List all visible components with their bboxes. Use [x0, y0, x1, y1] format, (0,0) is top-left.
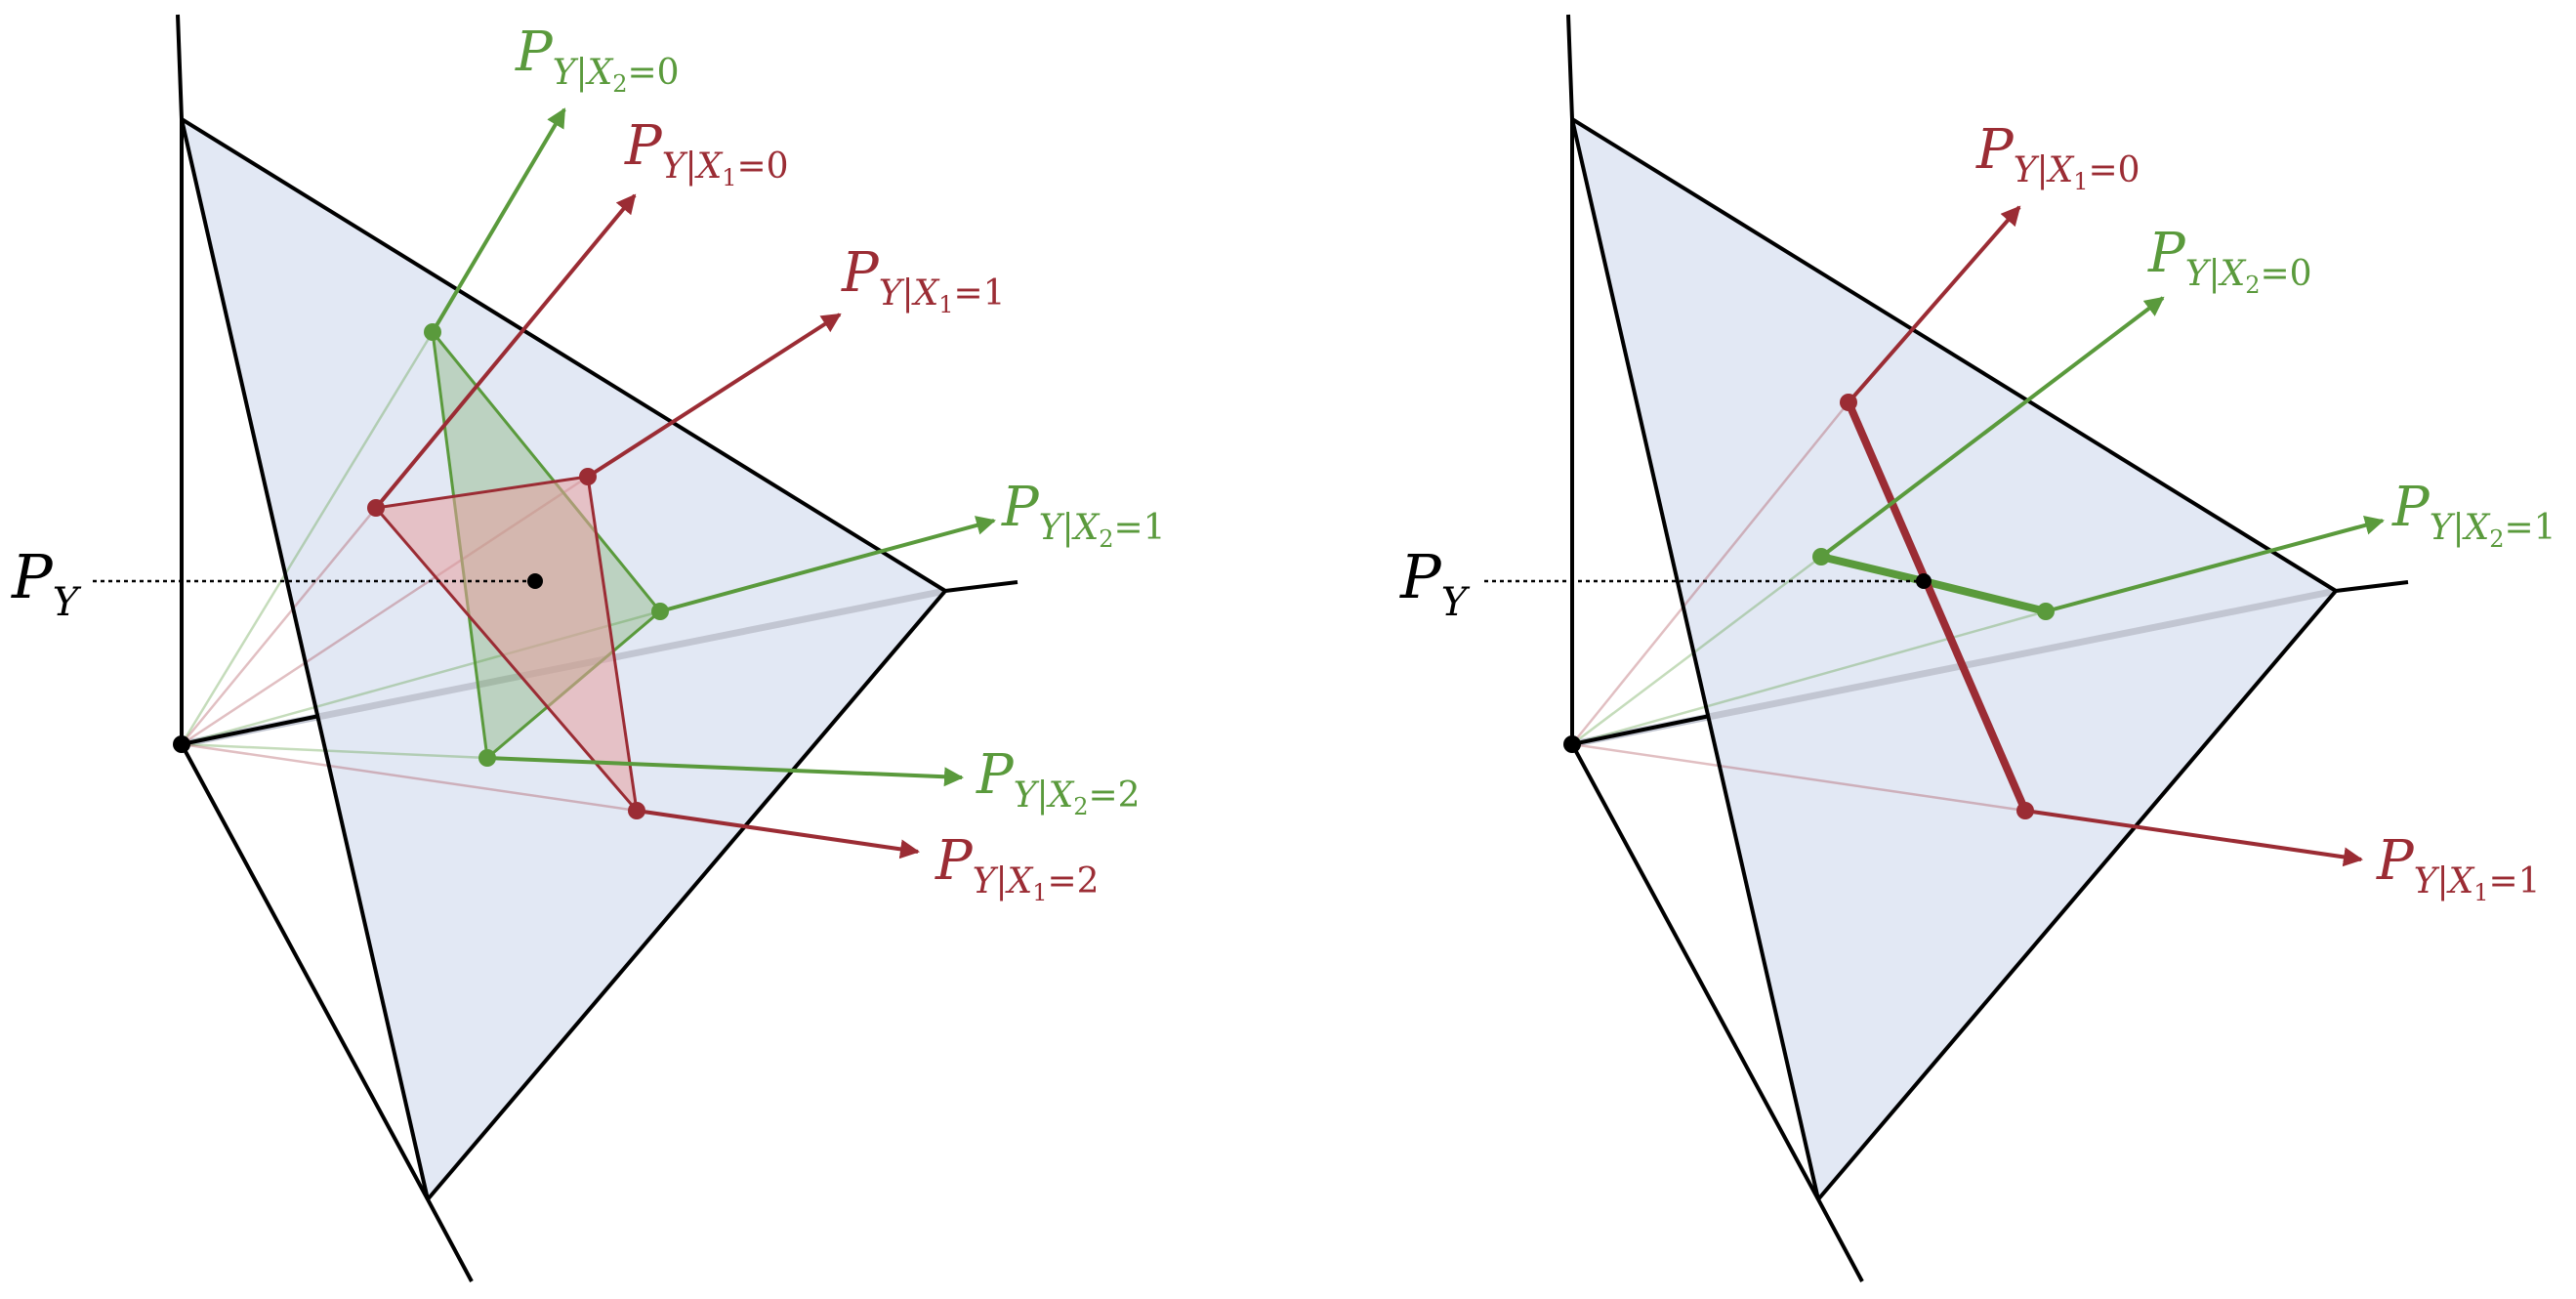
red-point-2: [628, 802, 645, 819]
origin-point: [1563, 735, 1581, 753]
py-point: [527, 573, 543, 589]
axis-vertical: [176, 14, 184, 744]
py-label: PY: [1399, 541, 1471, 625]
py-label: PY: [11, 541, 82, 625]
arrow-g1: [2045, 516, 2385, 613]
arrow-g1: [659, 516, 996, 613]
simplex-plane: [1572, 119, 2336, 1199]
red-segment: [1845, 400, 2029, 813]
label-r0: PY|X1=0: [1975, 118, 2140, 195]
arrow-r1: [586, 313, 842, 479]
axis-right: [181, 714, 320, 746]
label-g2: PY|X2=2: [976, 743, 1141, 820]
green-point-0: [1812, 548, 1830, 566]
points: [173, 323, 669, 819]
axis-right: [1571, 714, 1711, 746]
label-g1: PY|X2=1: [2391, 476, 2556, 553]
label-g1: PY|X2=1: [1001, 476, 1166, 553]
axes: [176, 14, 1018, 1282]
arrow-g2: [486, 756, 964, 787]
py-point: [1916, 573, 1932, 589]
arrow-g0: [431, 107, 566, 334]
red-triangle: [373, 475, 640, 816]
axis-right-end: [2335, 580, 2409, 593]
origin-point: [173, 735, 190, 753]
axis-down: [180, 743, 474, 1282]
axes: [1566, 14, 2409, 1282]
points: [1563, 394, 2055, 819]
arrow-r1: [2024, 809, 2363, 867]
simplex-edges: [1570, 117, 2338, 1201]
red-arrows: [1847, 205, 2363, 867]
green-point-0: [424, 323, 441, 341]
green-point-1: [2037, 603, 2055, 620]
arrow-r0: [374, 193, 637, 510]
label-r1: PY|X1=1: [2376, 829, 2541, 906]
green-arrows: [1819, 296, 2385, 613]
arrow-r0: [1847, 205, 2021, 404]
simplex-edges: [180, 117, 947, 1201]
label-r2: PY|X1=2: [935, 829, 1100, 906]
left-panel: PY PY|X2=0 PY|X1=0 PY|X1=1 PY|X2=1 PY|X2…: [11, 14, 1166, 1282]
red-arrows: [374, 193, 920, 859]
label-r0: PY|X1=0: [624, 114, 789, 191]
red-point-1: [2016, 802, 2034, 819]
label-r1: PY|X1=1: [841, 241, 1006, 318]
green-point-1: [651, 603, 669, 620]
right-panel: PY PY|X1=0 PY|X2=0 PY|X2=1 PY|X1=1: [1399, 14, 2556, 1282]
axis-vertical: [1566, 14, 1574, 744]
projection-lines: [1571, 401, 2047, 813]
axis-right-end: [944, 580, 1018, 593]
arrow-g0: [1819, 296, 2165, 559]
red-point-1: [579, 468, 597, 485]
label-g0: PY|X2=0: [2147, 222, 2312, 299]
arrow-r2: [636, 809, 920, 859]
red-point-0: [1840, 394, 1857, 411]
axis-down: [1570, 743, 1864, 1282]
red-point-0: [367, 499, 385, 517]
green-point-2: [478, 749, 496, 767]
green-arrows: [431, 107, 996, 787]
label-g0: PY|X2=0: [515, 21, 680, 98]
